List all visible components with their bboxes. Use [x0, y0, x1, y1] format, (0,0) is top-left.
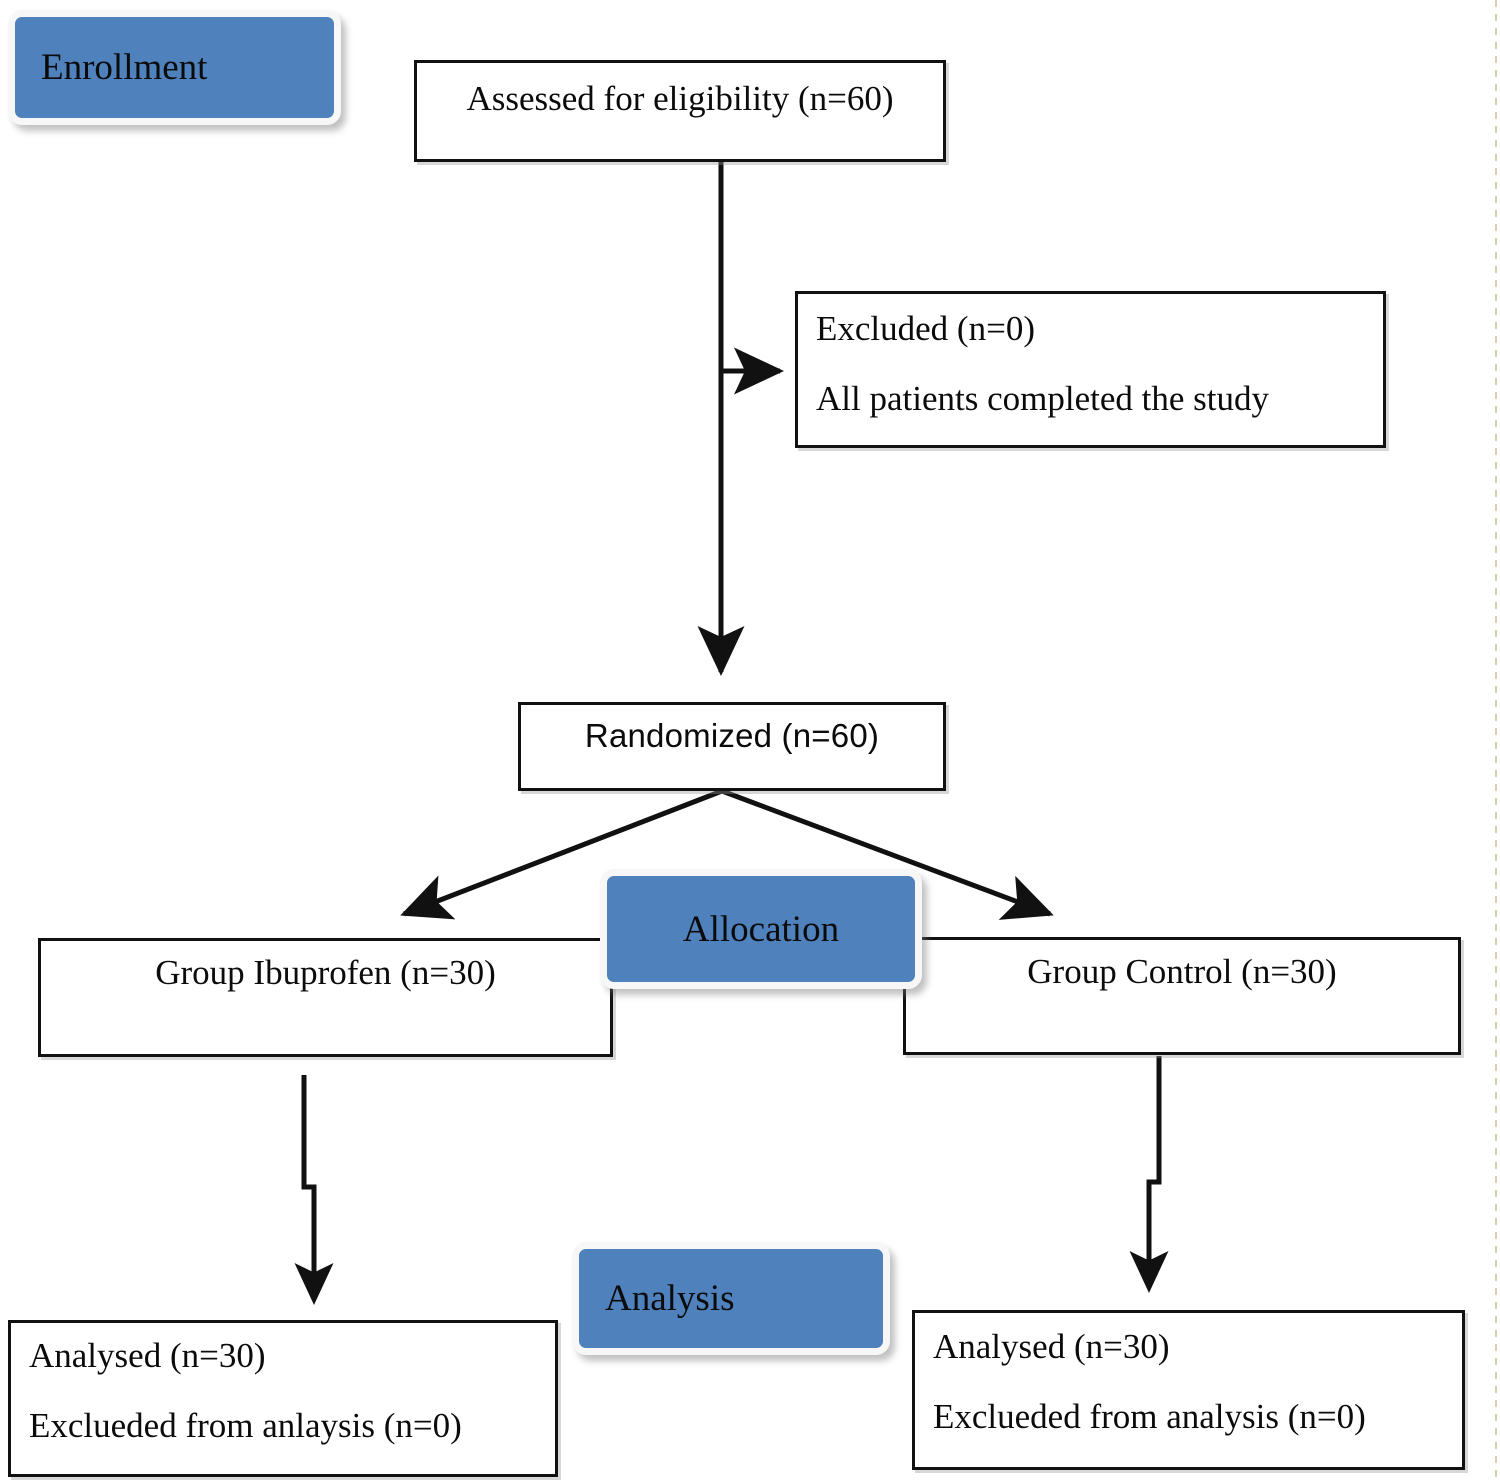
box-excluded-line1: Excluded (n=0)	[816, 309, 1035, 348]
box-assessed-for-eligibility: Assessed for eligibility (n=60)	[414, 60, 946, 162]
box-analysed-control-line2: Exclueded from analysis (n=0)	[933, 1397, 1366, 1436]
box-analysed-control: Analysed (n=30) Exclueded from analysis …	[912, 1310, 1465, 1470]
box-excluded-line2: All patients completed the study	[816, 379, 1269, 418]
box-analysed-ibuprofen-line1: Analysed (n=30)	[29, 1336, 266, 1375]
box-assessed-for-eligibility-line1: Assessed for eligibility (n=60)	[466, 79, 894, 118]
stage-badge-enrollment-label: Enrollment	[41, 47, 208, 88]
box-analysed-control-line1: Analysed (n=30)	[933, 1327, 1170, 1366]
box-group-ibuprofen: Group Ibuprofen (n=30)	[38, 938, 613, 1057]
box-excluded: Excluded (n=0) All patients completed th…	[795, 291, 1386, 448]
box-analysed-ibuprofen-line2: Exclueded from anlaysis (n=0)	[29, 1406, 462, 1445]
box-group-control: Group Control (n=30)	[903, 937, 1461, 1055]
connector-group-control-to-analysed	[1129, 1056, 1169, 1293]
connector-group-ibuprofen-to-analysed	[294, 1075, 334, 1305]
stage-badge-enrollment: Enrollment	[8, 10, 341, 125]
stage-badge-allocation-label: Allocation	[682, 908, 840, 950]
box-randomized: Randomized (n=60)	[518, 702, 946, 791]
stage-badge-analysis: Analysis	[572, 1242, 890, 1355]
box-group-control-line1: Group Control (n=30)	[1027, 952, 1337, 991]
box-randomized-line1: Randomized (n=60)	[584, 717, 880, 754]
stage-badge-allocation: Allocation	[600, 869, 922, 989]
box-analysed-ibuprofen: Analysed (n=30) Exclueded from anlaysis …	[8, 1320, 558, 1477]
page-margin-guide	[1495, 0, 1497, 1482]
stage-badge-analysis-label: Analysis	[605, 1278, 735, 1319]
box-group-ibuprofen-line1: Group Ibuprofen (n=30)	[155, 953, 496, 992]
